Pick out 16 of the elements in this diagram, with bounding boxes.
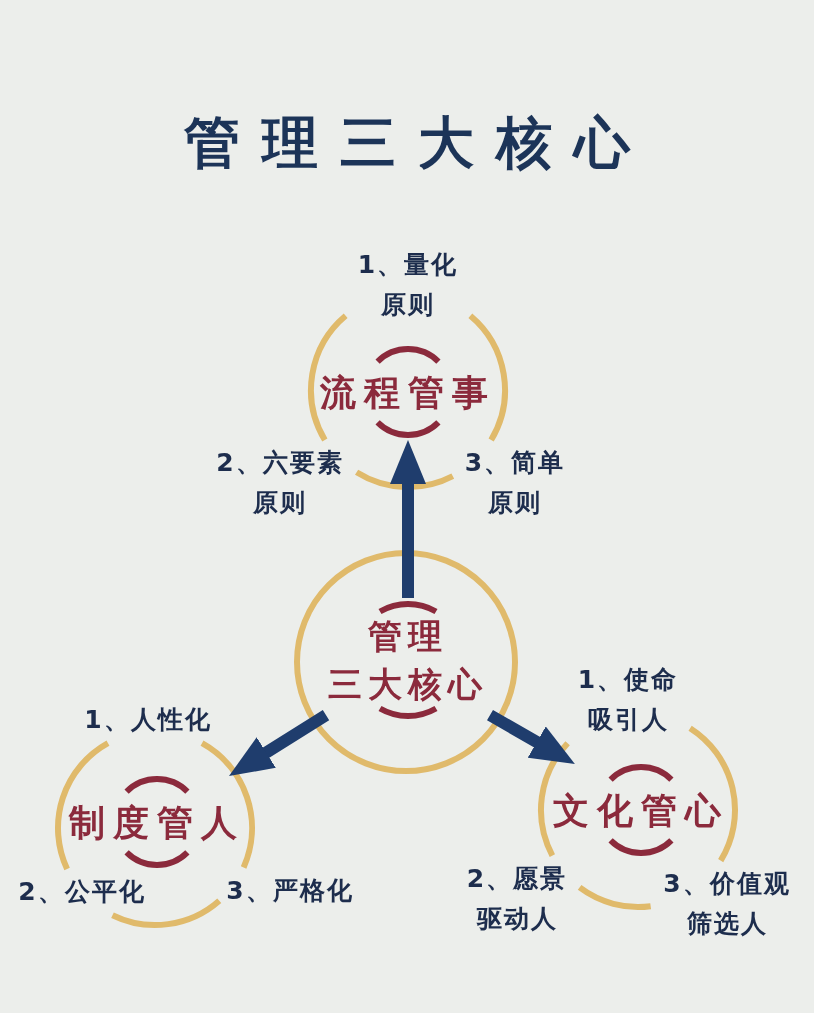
ring-circle [294,550,518,774]
principle-label: 3、价值观筛选人 [662,868,792,940]
badge-title: 流程管事 [319,370,497,415]
principle-label: 3、严格化 [225,875,355,907]
principle-label: 3、简单原则 [463,447,567,519]
badge-title: 制度管人 [67,800,246,845]
principle-label: 1、人性化 [83,704,213,736]
title: 管理三大核心 [183,109,652,177]
badge-title: 文化管心 [552,788,730,833]
principle-label: 1、使命吸引人 [576,664,680,736]
badge-title: 管理三大核心 [327,615,489,706]
arrow [390,440,426,598]
principle-label: 2、愿景驱动人 [465,863,569,935]
principle-label: 1、量化原则 [356,249,460,321]
principle-label: 2、公平化 [17,876,147,908]
principle-label: 2、六要素原则 [215,447,345,519]
